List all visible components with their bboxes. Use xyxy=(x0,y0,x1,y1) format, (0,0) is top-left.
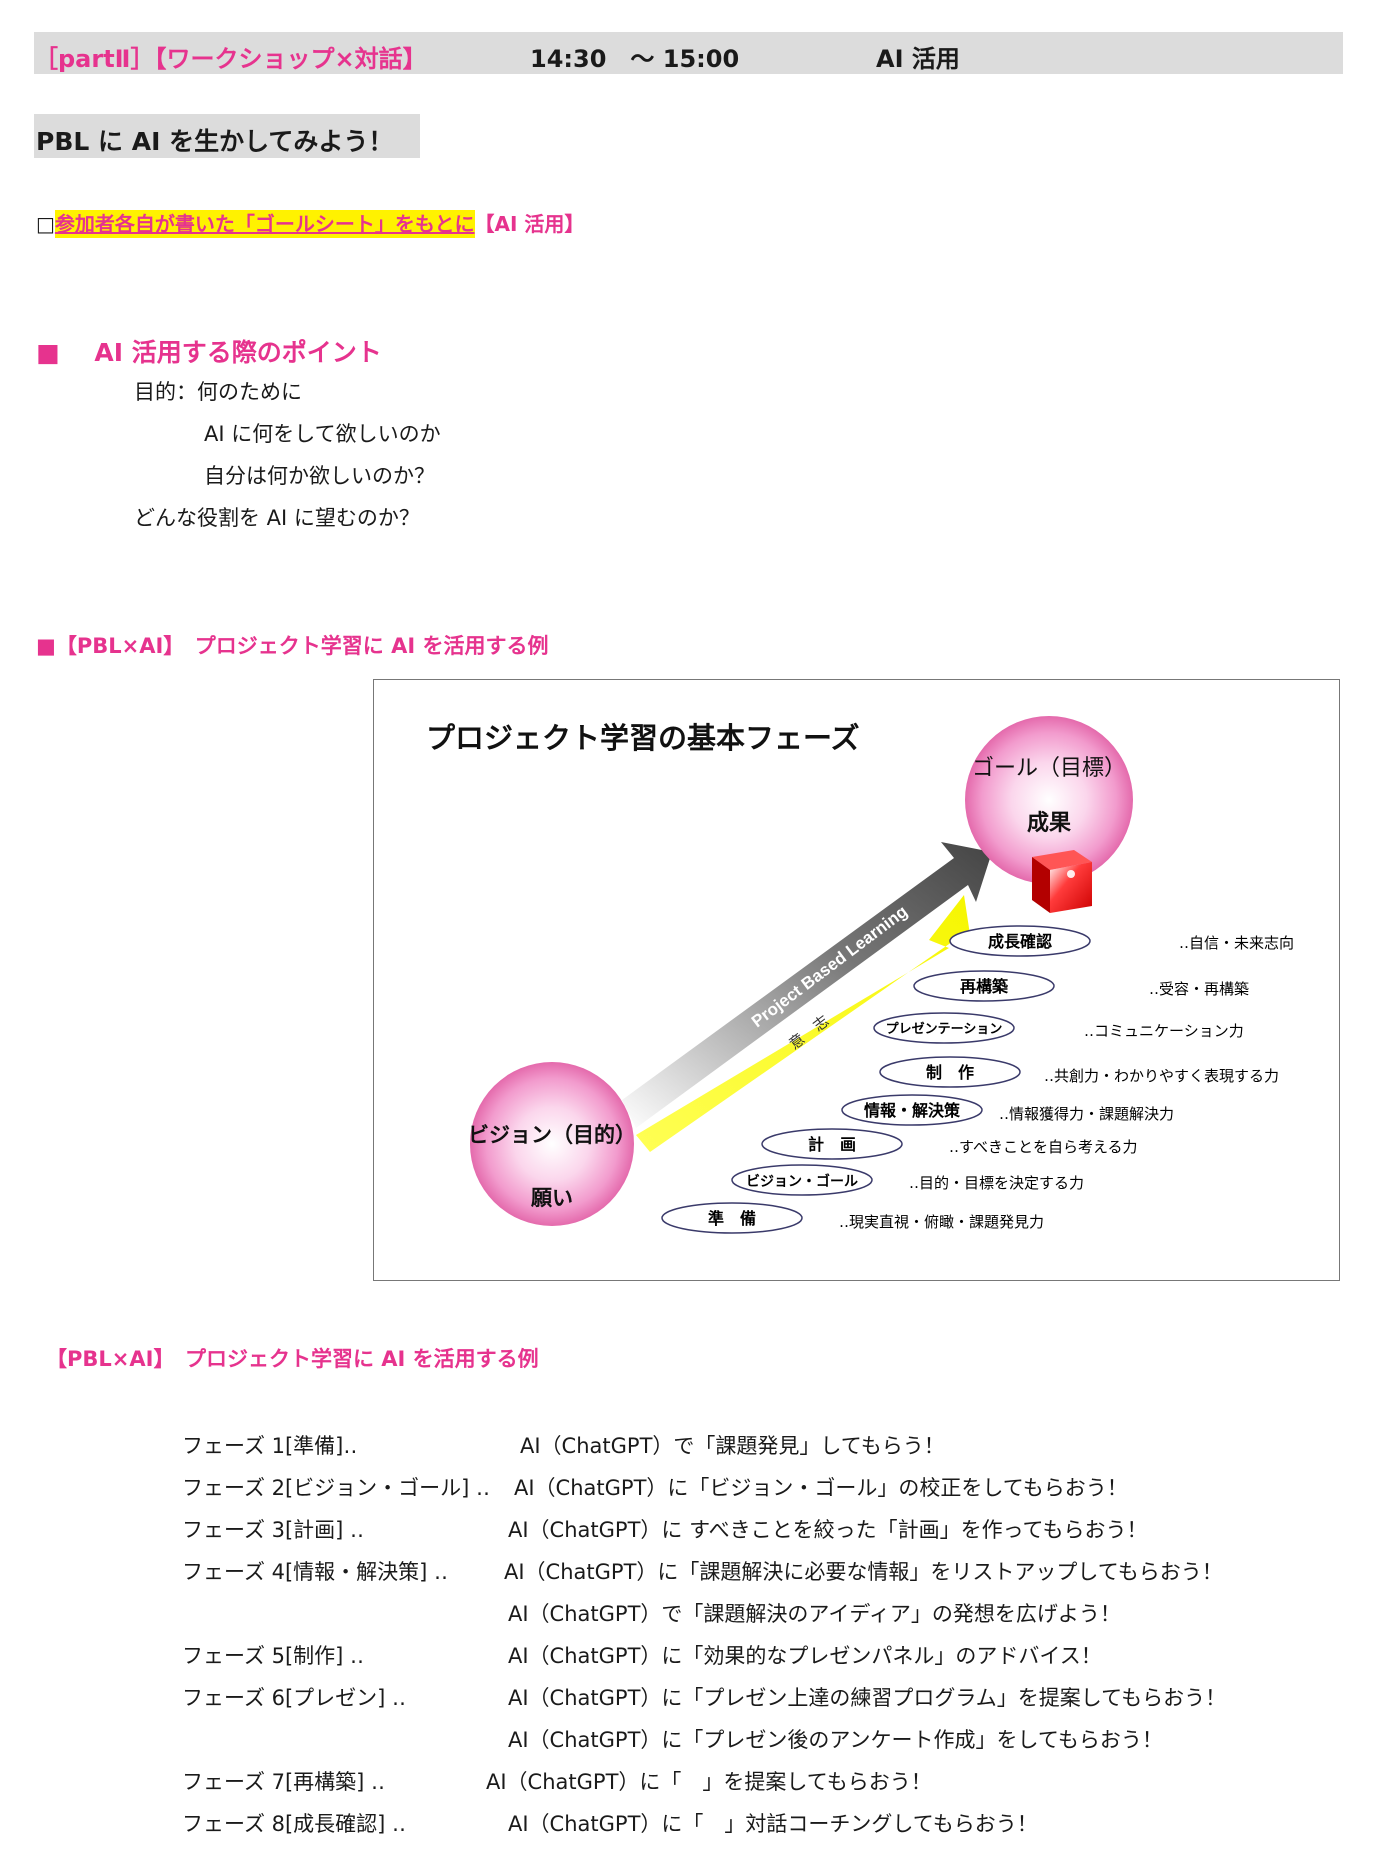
phase-text: AI（ChatGPT）に「課題解決に必要な情報」をリストアップしてもらおう！ xyxy=(504,1560,1223,1584)
step-desc: ‥受容・再構築 xyxy=(1149,980,1249,998)
vision-sphere-line1: ビジョン（目的） xyxy=(468,1123,636,1147)
step-name: 制 作 xyxy=(926,1063,974,1082)
point-line-4: どんな役割を AI に望むのか？ xyxy=(134,506,420,530)
highlighted-goal-text: 参加者各自が書いた「ゴールシート」をもとに xyxy=(54,210,475,238)
phase-text: AI（ChatGPT）に「 」対話コーチングしてもらおう！ xyxy=(508,1812,1038,1836)
step-presentation: プレゼンテーション ‥コミュニケーション力 xyxy=(873,1012,1244,1044)
step-preparation: 準 備 ‥現実直視・俯瞰・課題発見力 xyxy=(661,1202,1044,1234)
step-desc: ‥現実直視・俯瞰・課題発見力 xyxy=(839,1213,1044,1231)
point-line-2: AI に何をして欲しいのか xyxy=(204,422,441,446)
step-info-solution: 情報・解決策 ‥情報獲得力・課題解決力 xyxy=(841,1094,1174,1126)
step-name: 準 備 xyxy=(708,1209,756,1228)
checkbox-glyph: □ xyxy=(36,212,55,236)
step-name: 成長確認 xyxy=(988,932,1052,951)
section3-heading: 【PBL×AI】 プロジェクト学習に AI を活用する例 xyxy=(46,1347,539,1371)
phase-text: AI（ChatGPT）に「プレゼン後のアンケート作成」をしてもらおう！ xyxy=(508,1728,1163,1752)
goal-sphere-line1: ゴール（目標） xyxy=(972,756,1126,781)
step-production: 制 作 ‥共創力・わかりやすく表現する力 xyxy=(879,1056,1279,1088)
step-desc: ‥共創力・わかりやすく表現する力 xyxy=(1044,1067,1279,1085)
point-line-1: 目的：何のために xyxy=(134,380,302,404)
phase-label: フェーズ 7[再構築] ‥ xyxy=(182,1770,386,1794)
vision-sphere-line2: 願い xyxy=(531,1186,573,1210)
goal-sphere-line2: 成果 xyxy=(1027,811,1071,836)
step-desc: ‥すべきことを自ら考える力 xyxy=(949,1138,1138,1156)
vision-sphere xyxy=(470,1062,634,1226)
main-title: PBL に AI を生かしてみよう！ xyxy=(36,127,394,156)
step-desc: ‥自信・未来志向 xyxy=(1179,934,1294,952)
pbl-phase-diagram: Project Based Learning 意 志 プロジェクト学習の基本フェ… xyxy=(373,679,1340,1281)
phase-text: AI（ChatGPT）に「ビジョン・ゴール」の校正をしてもらおう！ xyxy=(514,1476,1128,1500)
header-bar: ［partⅡ］【ワークショップ×対話】 14:30 ～ 15:00 AI 活用 xyxy=(34,32,1343,74)
section2-heading: ■【PBL×AI】 プロジェクト学習に AI を活用する例 xyxy=(36,634,549,658)
diagram-title: プロジェクト学習の基本フェーズ xyxy=(426,721,860,755)
main-title-box: PBL に AI を生かしてみよう！ xyxy=(34,114,420,158)
diagram-svg: Project Based Learning 意 志 プロジェクト学習の基本フェ… xyxy=(426,716,1294,1234)
step-desc: ‥情報獲得力・課題解決力 xyxy=(999,1105,1174,1123)
points-heading-text: AI 活用する際のポイント xyxy=(94,338,382,367)
arrow-sub-label: 意 志 xyxy=(786,1012,833,1053)
step-vision-goal: ビジョン・ゴール ‥目的・目標を決定する力 xyxy=(731,1164,1084,1196)
goal-sheet-line: □参加者各自が書いた「ゴールシート」をもとに【AI 活用】 xyxy=(36,208,585,238)
arrow-label: Project Based Learning xyxy=(748,902,911,1031)
step-name: プレゼンテーション xyxy=(886,1021,1003,1037)
step-desc: ‥目的・目標を決定する力 xyxy=(909,1174,1084,1192)
part-label: ［partⅡ］【ワークショップ×対話】 xyxy=(34,45,427,73)
phase-label: フェーズ 1[準備]‥ xyxy=(182,1434,358,1458)
step-name: 計 画 xyxy=(808,1135,856,1154)
phase-text: AI（ChatGPT）で「課題解決のアイディア」の発想を広げよう！ xyxy=(508,1602,1121,1626)
step-name: ビジョン・ゴール xyxy=(746,1173,858,1190)
phase-label: フェーズ 3[計画] ‥ xyxy=(182,1518,365,1542)
phase-text: AI（ChatGPT）に「効果的なプレゼンパネル」のアドバイス！ xyxy=(508,1644,1102,1668)
points-heading: ■ AI 活用する際のポイント xyxy=(36,333,382,369)
result-cube-icon xyxy=(1032,850,1092,913)
goal-suffix: 【AI 活用】 xyxy=(474,212,585,236)
phase-label: フェーズ 4[情報・解決策] ‥ xyxy=(182,1560,449,1584)
phase-label: フェーズ 8[成長確認] ‥ xyxy=(182,1812,407,1836)
phase-label: フェーズ 5[制作] ‥ xyxy=(182,1644,365,1668)
time-range: 14:30 ～ 15:00 xyxy=(530,45,740,73)
step-restructure: 再構築 ‥受容・再構築 xyxy=(913,970,1249,1002)
point-line-3: 自分は何か欲しいのか？ xyxy=(204,464,435,488)
step-name: 再構築 xyxy=(960,977,1009,996)
phase-text: AI（ChatGPT）に すべきことを絞った「計画」を作ってもらおう！ xyxy=(508,1518,1148,1542)
step-plan: 計 画 ‥すべきことを自ら考える力 xyxy=(761,1128,1138,1160)
pbl-arrow xyxy=(622,842,992,1128)
phase-text: AI（ChatGPT）に「 」を提案してもらおう！ xyxy=(486,1770,932,1794)
phase-text: AI（ChatGPT）で「課題発見」してもらう！ xyxy=(520,1434,945,1458)
phase-text: AI（ChatGPT）に「プレゼン上達の練習プログラム」を提案してもらおう！ xyxy=(508,1686,1227,1710)
square-marker-icon: ■ xyxy=(36,338,60,367)
will-band xyxy=(636,895,972,1152)
step-name: 情報・解決策 xyxy=(864,1101,961,1120)
step-desc: ‥コミュニケーション力 xyxy=(1084,1022,1244,1040)
topic-label: AI 活用 xyxy=(876,45,960,73)
step-growth-check: 成長確認 ‥自信・未来志向 xyxy=(949,925,1294,957)
goal-sphere xyxy=(965,716,1133,884)
phase-label: フェーズ 6[プレゼン] ‥ xyxy=(182,1686,407,1710)
phase-label: フェーズ 2[ビジョン・ゴール] ‥ xyxy=(182,1476,491,1500)
